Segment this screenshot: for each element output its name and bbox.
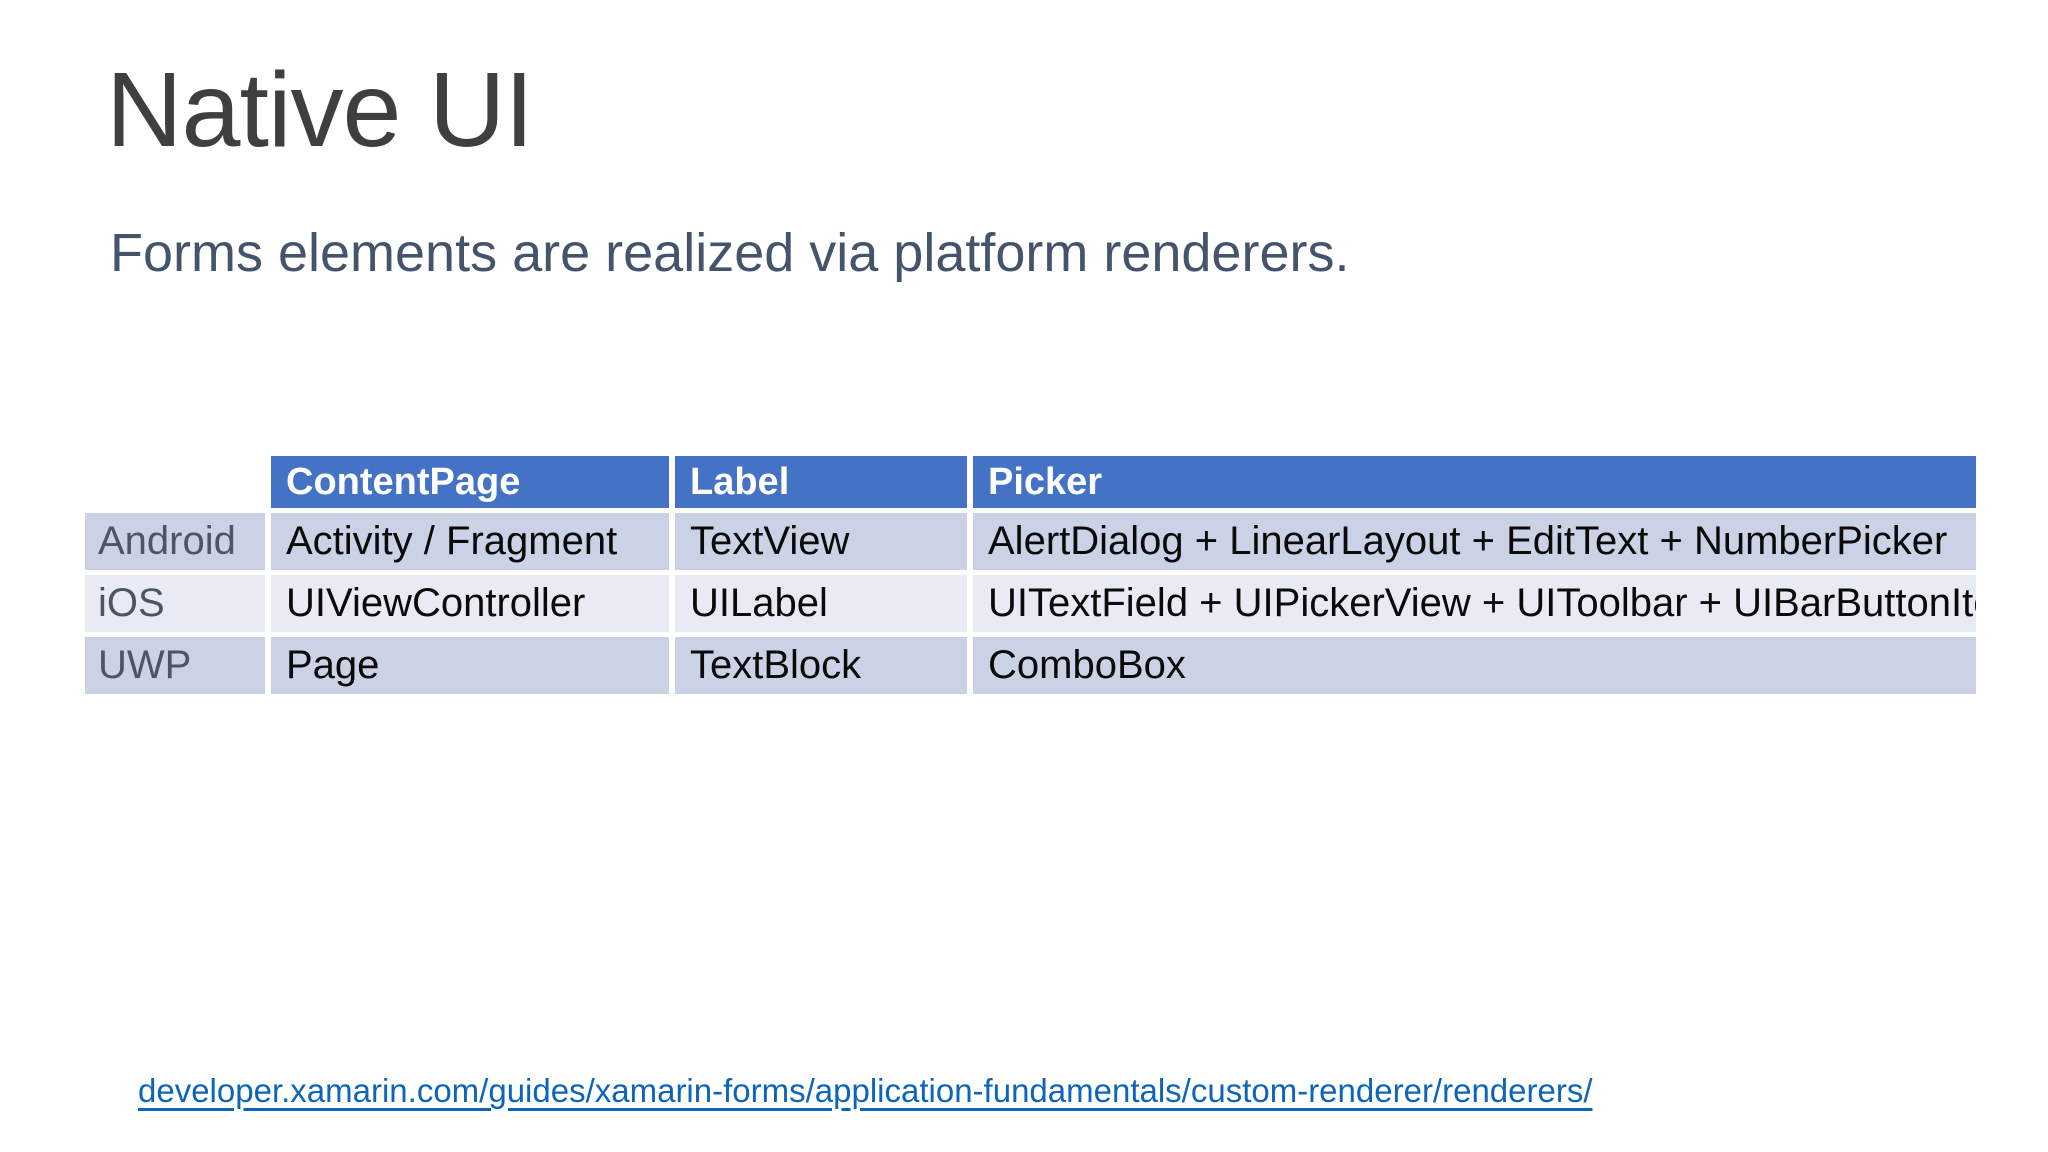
cell-android-contentpage: Activity / Fragment	[271, 513, 669, 570]
cell-ios-contentpage: UIViewController	[271, 575, 669, 632]
cell-ios-picker: UITextField + UIPickerView + UIToolbar +…	[973, 575, 1976, 632]
cell-android-picker: AlertDialog + LinearLayout + EditText + …	[973, 513, 1976, 570]
cell-android-label: TextView	[675, 513, 967, 570]
cell-uwp-label: TextBlock	[675, 637, 967, 694]
column-header-contentpage: ContentPage	[271, 456, 669, 508]
row-header-ios: iOS	[85, 575, 265, 632]
column-header-label: Label	[675, 456, 967, 508]
slide-title: Native UI	[106, 51, 534, 169]
table-corner-cell	[85, 456, 265, 508]
cell-uwp-contentpage: Page	[271, 637, 669, 694]
platform-renderers-table: ContentPage Label Picker Android Activit…	[85, 456, 1976, 694]
slide-subtitle: Forms elements are realized via platform…	[110, 223, 1350, 283]
reference-link[interactable]: developer.xamarin.com/guides/xamarin-for…	[138, 1072, 1593, 1109]
column-header-picker: Picker	[973, 456, 1976, 508]
cell-uwp-picker: ComboBox	[973, 637, 1976, 694]
cell-ios-label: UILabel	[675, 575, 967, 632]
row-header-uwp: UWP	[85, 637, 265, 694]
row-header-android: Android	[85, 513, 265, 570]
